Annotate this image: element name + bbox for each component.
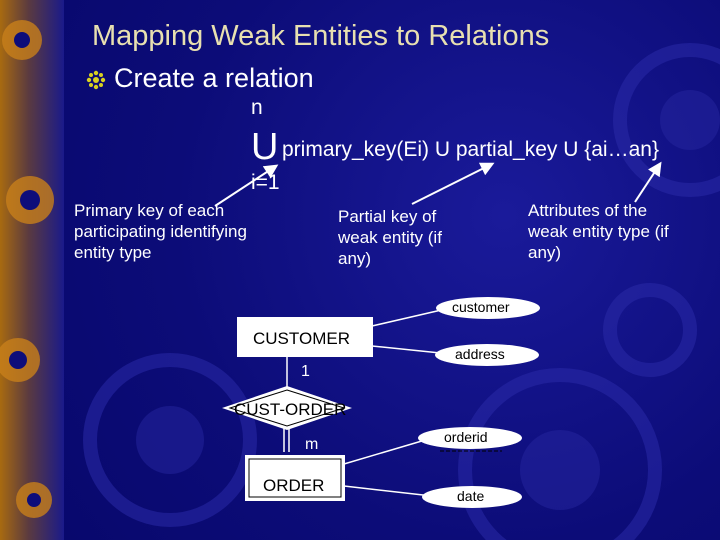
formula-body: primary_key(Ei) U partial_key U {ai…an} xyxy=(282,138,659,161)
customer-entity-box xyxy=(237,317,373,357)
formula-union-symbol: U xyxy=(251,126,279,168)
attr-orderid-label: orderid xyxy=(444,429,488,445)
attr-orderid-ellipse xyxy=(418,427,522,449)
arrow-to-primary-key xyxy=(214,164,279,207)
relationship-diamond-outer xyxy=(222,386,352,430)
arrow-to-partial-key xyxy=(411,162,495,205)
order-entity-box-outer xyxy=(245,455,345,501)
attr-date-label: date xyxy=(457,488,485,504)
order-entity-box-inner xyxy=(248,458,342,498)
bullet-icon xyxy=(86,70,106,90)
attr-date-ellipse xyxy=(422,486,522,508)
attr-customer-label: customer xyxy=(452,299,510,315)
link-date-attr xyxy=(343,485,433,497)
link-orderid-attr xyxy=(343,437,433,465)
left-decorative-bar xyxy=(0,0,64,540)
customer-entity-label: CUSTOMER xyxy=(253,329,350,348)
attr-customer-ellipse xyxy=(436,297,540,319)
formula-upper-limit: n xyxy=(251,96,263,119)
slide-title: Mapping Weak Entities to Relations xyxy=(92,20,550,52)
note-primary-key: Primary key of each participating identi… xyxy=(74,201,247,262)
order-entity-label: ORDER xyxy=(263,476,325,495)
link-customer-attr xyxy=(371,307,451,327)
cardinality-one: 1 xyxy=(301,363,310,380)
note-partial-key: Partial key of weak entity (if any) xyxy=(338,207,442,268)
attr-address-ellipse xyxy=(435,344,539,366)
attr-address-label: address xyxy=(455,346,505,362)
relationship-label: CUST-ORDER xyxy=(234,400,347,419)
relationship-diamond-inner xyxy=(228,389,346,427)
cardinality-many: m xyxy=(305,436,319,453)
bullet-text: Create a relation xyxy=(114,63,314,93)
arrow-to-attributes xyxy=(634,161,662,203)
note-attributes: Attributes of the weak entity type (if a… xyxy=(528,201,669,262)
